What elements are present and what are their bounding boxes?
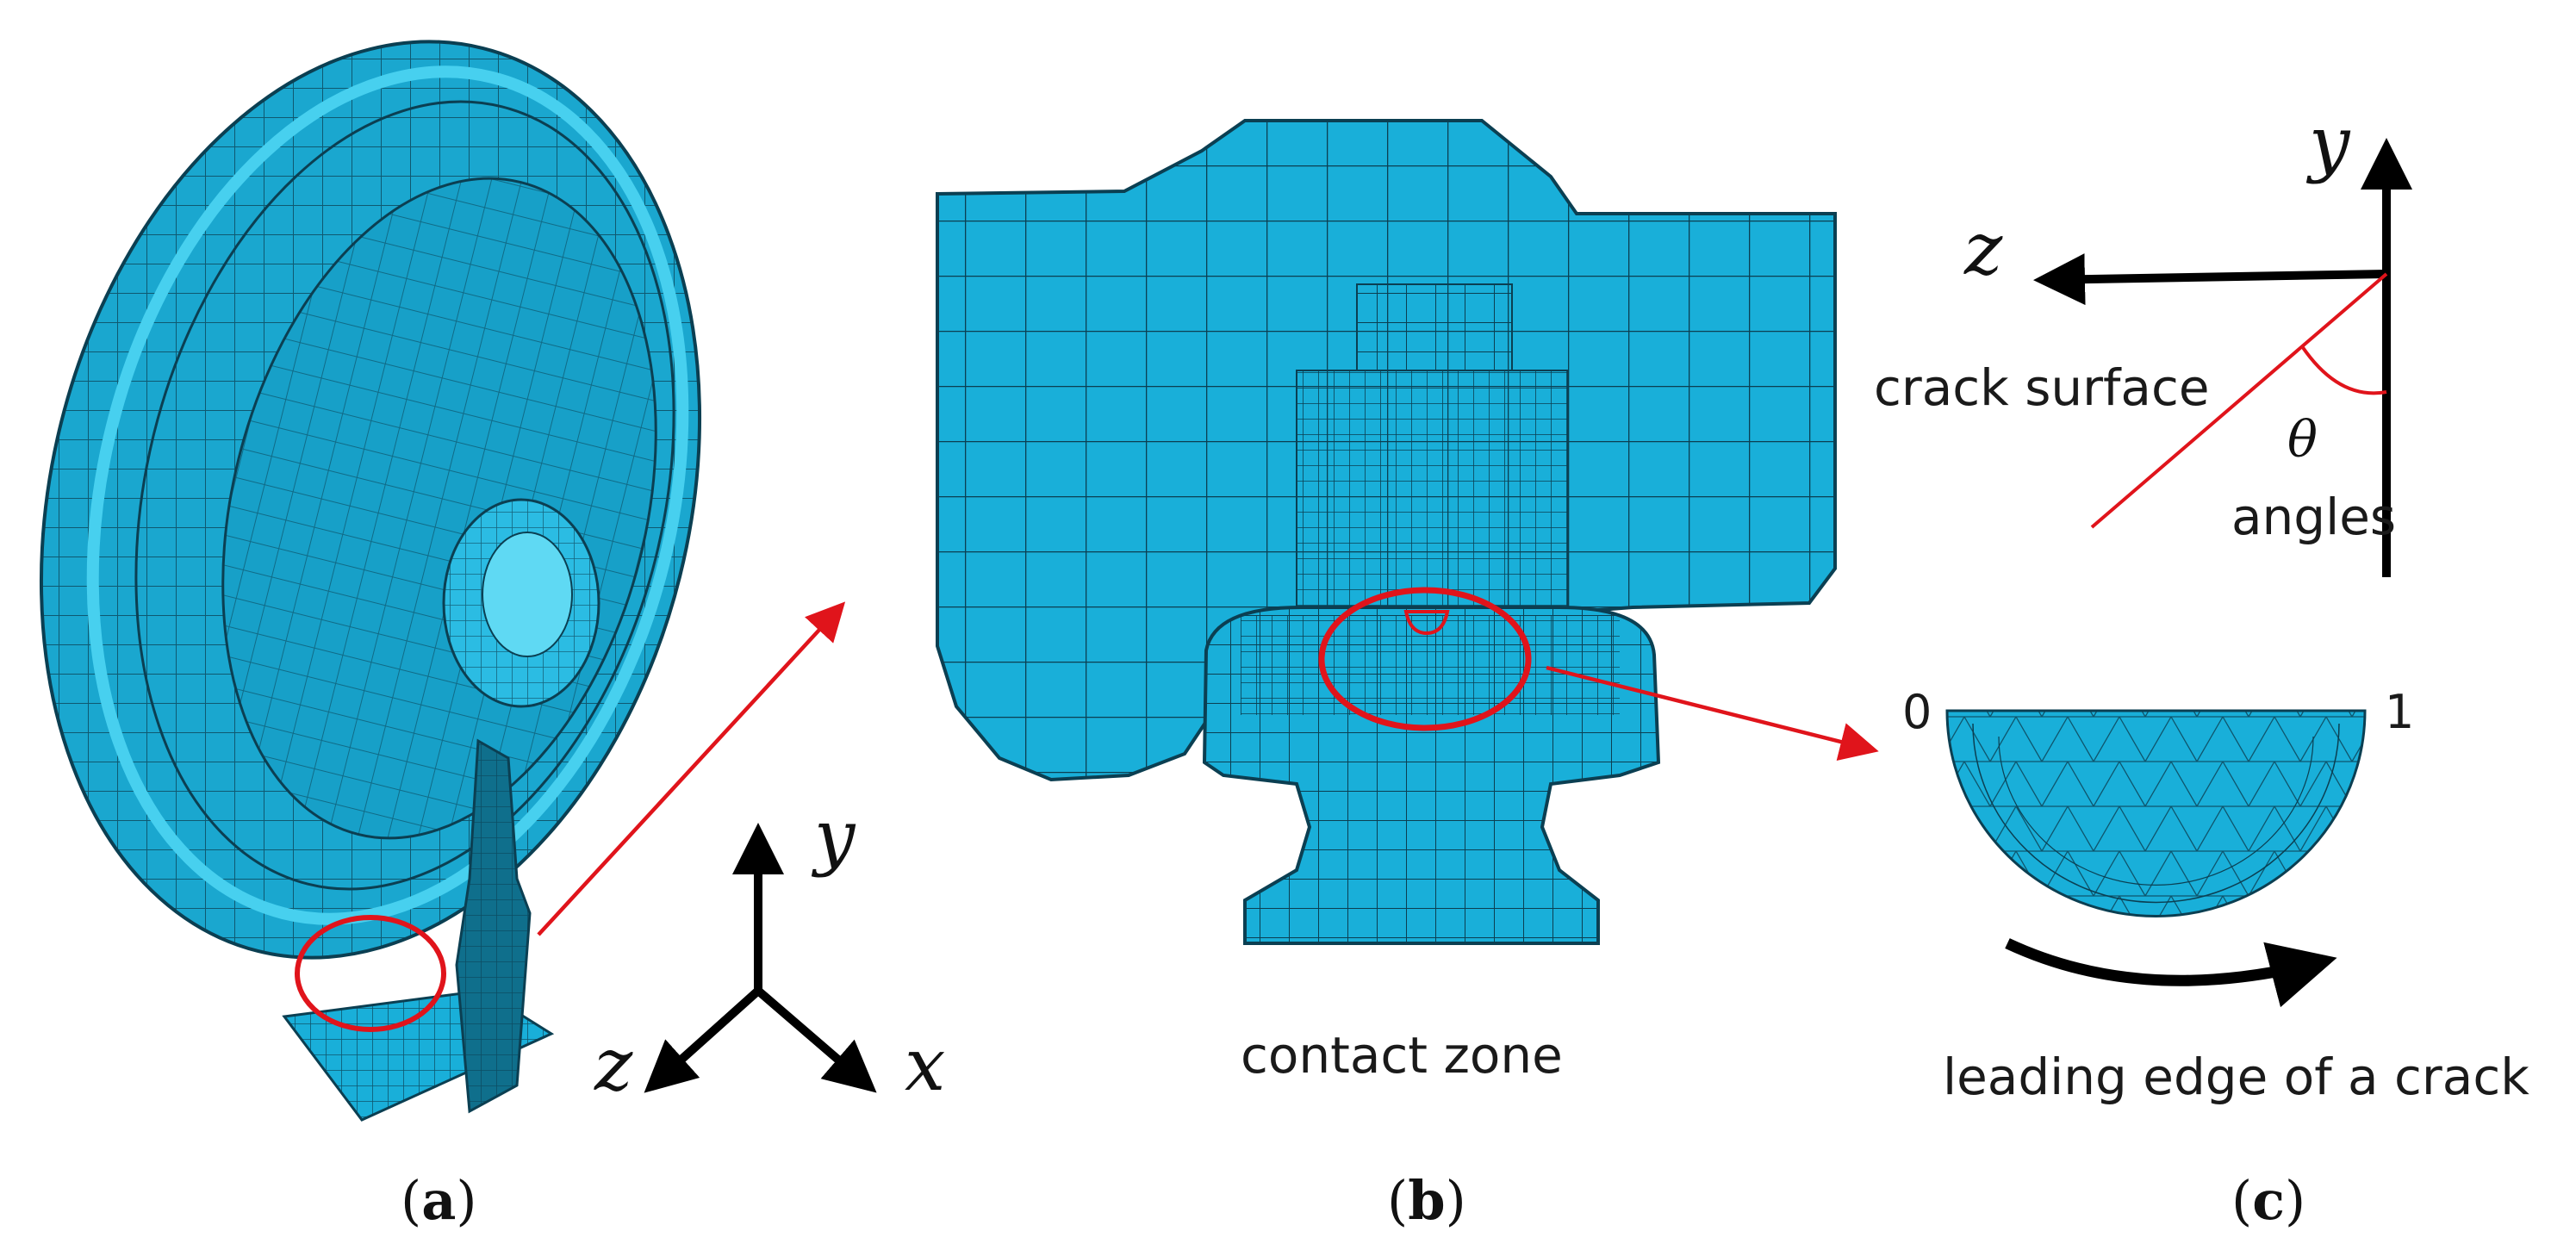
- axis-z-label-a: z: [594, 1023, 633, 1107]
- leading-edge-label: leading edge of a crack: [1943, 1048, 2529, 1106]
- panel-a-wheel-rail-model: y z x (a): [0, 0, 945, 1232]
- contact-zone-label: contact zone: [1241, 1026, 1563, 1085]
- caption-a: (a): [401, 1169, 477, 1232]
- crack-surface-label: crack surface: [1874, 358, 2210, 417]
- axis-z-label-c: z: [1963, 207, 2003, 291]
- crack-front-start-value: 0: [1902, 685, 1932, 739]
- crack-front-end-value: 1: [2385, 685, 2414, 739]
- caption-b: (b): [1387, 1169, 1466, 1232]
- panel-c-crack-definition: y z crack surface θ angles 0 1 leading e…: [1874, 101, 2529, 1232]
- caption-c: (c): [2231, 1169, 2305, 1232]
- axis-x-label-a: x: [905, 1023, 945, 1107]
- crack-marker: [1403, 610, 1450, 636]
- arrow-b-to-c: [1546, 665, 1879, 762]
- theta-symbol: θ: [2287, 410, 2318, 469]
- panel-b-contact-section: contact zone (b): [936, 119, 1837, 1232]
- contact-zone-circle-a: [295, 915, 446, 1032]
- angles-label: angles: [2231, 488, 2396, 546]
- contact-zone-circle-b: [1318, 587, 1532, 731]
- axis-y-label-a: y: [811, 794, 856, 879]
- axis-y-label-c: y: [2305, 101, 2351, 185]
- axes-3d: [644, 823, 877, 1093]
- crack-surface-line: [2090, 272, 2388, 529]
- wheel: [0, 0, 775, 1029]
- theta-angle-arc: [2300, 345, 2387, 395]
- axes-2d: [2033, 138, 2412, 577]
- arrow-a-to-b: [537, 601, 846, 936]
- leading-edge-arrow: [2005, 938, 2337, 1008]
